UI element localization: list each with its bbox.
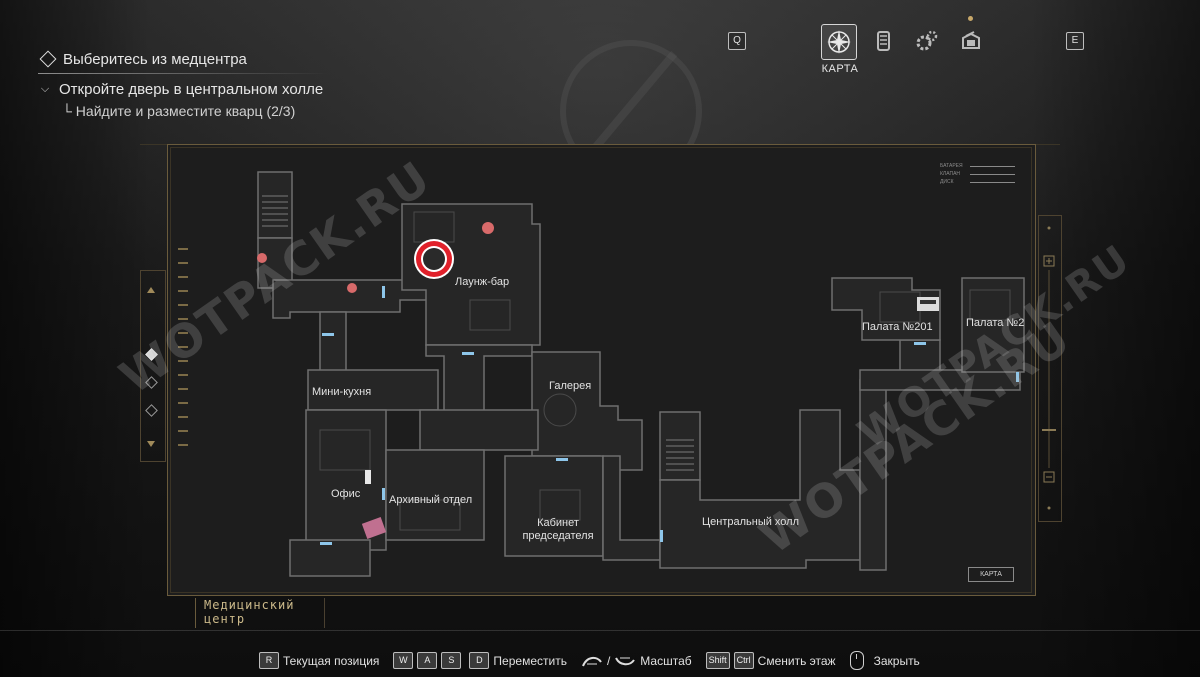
room-stairs-nw <box>257 171 293 239</box>
hint-current-position: Текущая позиция <box>283 653 380 668</box>
map-button[interactable]: КАРТА <box>968 567 1014 582</box>
legend-disk: ДИСК <box>940 179 954 185</box>
background-shade-right <box>1030 0 1200 677</box>
floor-ticks <box>178 248 188 458</box>
room-gallery[interactable] <box>531 351 643 471</box>
tab-gears[interactable] <box>910 24 944 58</box>
gears-icon <box>916 30 938 51</box>
room-ward-2[interactable] <box>961 277 1025 373</box>
compass-map-icon <box>827 30 851 54</box>
files-icon <box>877 31 890 51</box>
room-label-lounge-bar: Лаунж-бар <box>455 276 510 288</box>
zoom-slider-track <box>1042 226 1056 510</box>
floor-up-arrow-icon[interactable] <box>147 287 155 293</box>
legend-valve: КЛАПАН <box>940 171 961 177</box>
chevron-down-icon: ⌵ <box>40 82 50 95</box>
floor-down-arrow-icon[interactable] <box>147 441 155 447</box>
room-archive[interactable] <box>385 449 485 541</box>
zoom-slider[interactable] <box>1038 215 1062 522</box>
room-central-hall[interactable] <box>659 409 861 569</box>
map-legend: БАТАРЕЯ КЛАПАН ДИСК <box>940 162 1015 186</box>
objectives-panel: Выберитесь из медцентра ⌵ Откройте дверь… <box>38 48 328 122</box>
next-tab-key[interactable]: E <box>1066 32 1084 50</box>
hint-zoom-separator: / <box>606 653 611 668</box>
mouse-wheel-down-icon <box>615 656 636 665</box>
key-a[interactable]: A <box>417 652 438 669</box>
area-name: Медицинский центр <box>195 598 325 628</box>
objective-main-text: Выберитесь из медцентра <box>63 50 247 68</box>
area-name-line2: центр <box>204 612 246 626</box>
tab-files[interactable] <box>866 24 900 58</box>
prev-tab-key[interactable]: Q <box>728 32 746 50</box>
key-r[interactable]: R <box>259 652 279 669</box>
room-ward-201[interactable] <box>831 277 941 341</box>
objective-task: ⌵ Откройте дверь в центральном холле <box>38 78 328 100</box>
mouse-icon <box>849 651 864 670</box>
tab-map[interactable] <box>821 24 857 60</box>
key-d[interactable]: D <box>469 652 490 669</box>
objective-subtask-text: └ Найдите и разместите кварц (2/3) <box>62 103 296 119</box>
room-label-ward-2: Палата №2 <box>966 317 1025 329</box>
item-box-icon <box>361 517 387 539</box>
floor-selector[interactable] <box>140 270 166 462</box>
room-label-archive: Архивный отдел <box>389 494 473 506</box>
item-bottle-icon <box>365 470 371 484</box>
objective-task-text: Откройте дверь в центральном холле <box>59 80 324 98</box>
room-label-ward-201: Палата №201 <box>862 321 933 333</box>
objective-main: Выберитесь из медцентра <box>38 48 328 70</box>
key-w[interactable]: W <box>393 652 414 669</box>
room-label-central-hall: Центральный холл <box>702 516 800 528</box>
control-hints: R Текущая позиция W A S D Переместить / … <box>259 651 920 670</box>
room-label-office: Офис <box>331 488 361 500</box>
typewriter-save-icon <box>917 297 939 311</box>
hint-move: Переместить <box>493 653 567 668</box>
key-ctrl[interactable]: Ctrl <box>733 652 754 669</box>
new-item-dot <box>968 16 973 21</box>
legend-battery: БАТАРЕЯ <box>940 163 963 169</box>
background-shade-left <box>0 0 150 677</box>
key-shift[interactable]: Shift <box>705 652 730 669</box>
hint-zoom: Масштаб <box>640 653 692 668</box>
bottom-divider <box>0 630 1200 631</box>
room-label-chairman-office: Кабинет председателя <box>522 517 594 542</box>
inventory-box-icon <box>962 31 980 49</box>
corridor-center <box>425 344 533 417</box>
objective-subtask: └ Найдите и разместите кварц (2/3) <box>38 100 328 122</box>
room-label-gallery: Галерея <box>549 380 592 392</box>
room-mini-kitchen[interactable] <box>307 369 439 411</box>
player-position-marker <box>414 239 454 279</box>
room-label-mini-kitchen: Мини-кухня <box>312 386 372 398</box>
tab-map-label: КАРТА <box>821 63 859 75</box>
hint-change-floor: Сменить этаж <box>757 653 836 668</box>
key-s[interactable]: S <box>441 652 462 669</box>
hint-close[interactable]: Закрыть <box>873 653 920 668</box>
room-chairman-office[interactable] <box>504 455 604 557</box>
tab-inventory[interactable] <box>954 24 988 58</box>
mouse-wheel-up-icon <box>582 656 602 666</box>
area-name-line1: Медицинский <box>204 598 295 612</box>
quartz-item-icon <box>257 222 494 293</box>
objective-divider <box>38 73 328 74</box>
